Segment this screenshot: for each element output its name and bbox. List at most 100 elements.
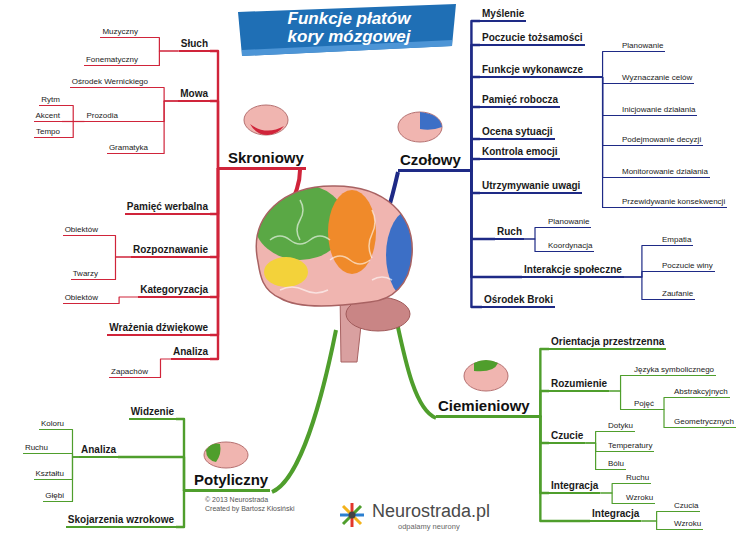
small-brain xyxy=(398,112,442,142)
branch-line xyxy=(532,417,590,522)
branch-line xyxy=(210,169,226,360)
node-text: Pojęć xyxy=(634,399,654,408)
function-node: Analiza xyxy=(79,444,118,459)
node-text: Funkcje wykonawcze xyxy=(482,64,583,76)
logo-ray xyxy=(343,506,361,524)
detail-node: Bólu xyxy=(606,459,626,470)
title: Funkcje płatów kory mózgowej xyxy=(270,10,428,46)
node-text: Kategoryzacja xyxy=(140,284,208,296)
node-text: Dotyku xyxy=(608,421,633,430)
branch-line xyxy=(210,51,226,169)
function-node: Funkcje wykonawcze xyxy=(480,64,585,79)
detail-node: Muzyczny xyxy=(100,27,140,38)
branch-line xyxy=(609,391,632,410)
node-text: Akcent xyxy=(36,111,60,120)
branch-line xyxy=(463,139,480,171)
branch-line xyxy=(641,512,672,522)
logo-slogan: odpalamy neurony xyxy=(398,523,460,532)
node-text: Analiza xyxy=(173,346,208,358)
node-text: Czucie xyxy=(551,430,583,442)
detail-node: Dotyku xyxy=(606,421,635,432)
detail-node: Planowanie xyxy=(620,41,665,52)
node-text: Pamięć werbalna xyxy=(127,201,208,213)
branch-line xyxy=(524,239,546,252)
branch-line xyxy=(176,491,192,528)
function-node: Ruch xyxy=(495,226,524,241)
branch-line xyxy=(463,21,480,171)
branch-line xyxy=(150,359,171,378)
node-text: Słuch xyxy=(181,38,208,50)
node-text: Wyznaczanie celów xyxy=(622,73,692,82)
node-text: Potyliczny xyxy=(194,471,268,488)
detail-node: Abstrakcyjnych xyxy=(672,387,730,398)
node-text: Geometrycznych xyxy=(674,417,734,426)
logo-dot xyxy=(349,512,356,519)
node-text: Myślenie xyxy=(482,8,524,20)
node-text: Monitorowanie działania xyxy=(622,167,708,176)
node-text: Planowanie xyxy=(548,217,589,226)
branch-line xyxy=(532,349,549,417)
function-node: Integracja xyxy=(549,480,600,495)
function-node: Rozumienie xyxy=(549,378,609,393)
node-text: Integracja xyxy=(551,480,598,492)
branch-line xyxy=(66,457,79,502)
detail-node: Zaufanie xyxy=(660,289,695,300)
node-text: Utrzymywanie uwagi xyxy=(482,180,580,192)
detail-node: Twarzy xyxy=(71,269,100,280)
branch-line xyxy=(118,457,192,491)
function-node: Analiza xyxy=(171,346,210,361)
node-text: Rozpoznawanie xyxy=(133,244,208,256)
node-text: Orientacja przestrzenna xyxy=(551,336,664,348)
node-text: Skojarzenia wzrokowe xyxy=(68,514,174,526)
detail-node: Ruchu xyxy=(23,443,50,454)
branch-line xyxy=(100,297,138,304)
branch-line xyxy=(62,122,84,138)
branch-line xyxy=(120,101,178,122)
node-text: Koordynacja xyxy=(548,241,592,250)
node-text: Ośrodek Wernickiego xyxy=(72,77,148,86)
node-text: Zapachów xyxy=(111,367,148,376)
node-text: Poczucie tożsamości xyxy=(482,32,583,44)
branch-line xyxy=(624,246,660,278)
function-node: Myślenie xyxy=(480,8,526,23)
function-node: Wrażenia dźwiękowe xyxy=(107,322,210,337)
node-text: Ocena sytuacji xyxy=(482,126,553,138)
function-node: Utrzymywanie uwagi xyxy=(480,180,582,195)
function-node: Ocena sytuacji xyxy=(480,126,555,141)
node-text: Twarzy xyxy=(73,269,98,278)
node-text: Planowanie xyxy=(622,41,663,50)
node-text: Ciemieniowy xyxy=(438,397,530,414)
detail-node: Kształtu xyxy=(34,469,66,480)
node-text: Bólu xyxy=(608,459,624,468)
lobe-highlight xyxy=(474,360,498,371)
branch-line xyxy=(656,398,672,410)
logo-text: Neurostrada.pl xyxy=(372,501,490,522)
branch-line xyxy=(585,77,620,208)
branch-line xyxy=(609,376,632,392)
detail-node: Pojęć xyxy=(632,399,656,410)
node-text: Zaufanie xyxy=(662,289,693,298)
node-text: Gramatyka xyxy=(109,143,148,152)
node-text: Muzyczny xyxy=(102,27,138,36)
brain-folds xyxy=(270,200,392,293)
node-text: Ruch xyxy=(497,226,522,238)
branch-line xyxy=(585,443,606,470)
node-text: Ruchu xyxy=(25,443,48,452)
node-text: Czucia xyxy=(674,501,698,510)
detail-node: Fonematyczny xyxy=(84,55,140,66)
branch-line xyxy=(62,106,84,122)
node-text: Obiektów xyxy=(65,225,98,234)
node-text: Widzenie xyxy=(131,406,174,418)
branch-line xyxy=(140,38,179,52)
node-text: Prozodia xyxy=(86,111,118,120)
branch-line xyxy=(624,272,660,278)
detail-node: Temperatury xyxy=(606,441,654,452)
function-node: Widzenie xyxy=(129,406,176,421)
branch-line xyxy=(585,432,606,444)
branch-line xyxy=(210,101,226,169)
detail-node: Empatia xyxy=(660,235,693,246)
function-node: Mowa xyxy=(178,88,210,103)
logo-mark xyxy=(340,503,364,527)
detail-node: Zapachów xyxy=(109,367,150,378)
node-text: Wzroku xyxy=(674,519,701,528)
